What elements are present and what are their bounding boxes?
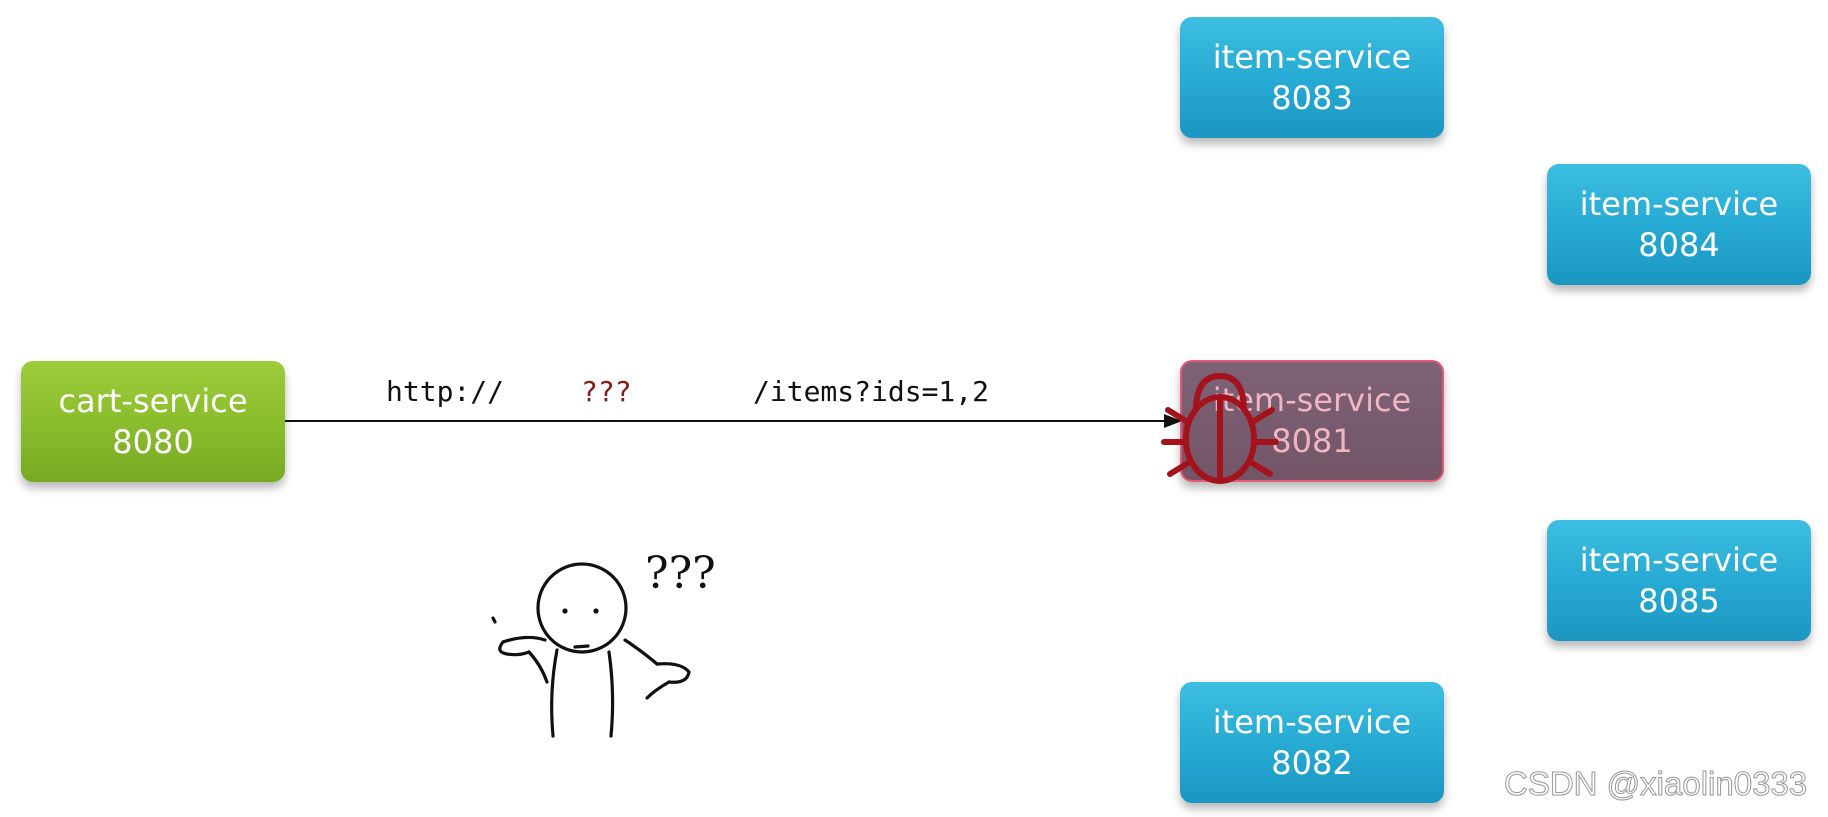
item-service-node-8084[interactable]: item-service 8084 [1547, 164, 1811, 285]
cart-service-port: 8080 [112, 422, 194, 461]
item-service-name: item-service [1579, 184, 1779, 223]
cart-service-name: cart-service [58, 381, 248, 420]
bug-icon [1161, 373, 1279, 484]
item-service-port: 8081 [1271, 422, 1353, 460]
item-service-port: 8084 [1638, 225, 1720, 264]
url-scheme-label: http:// [386, 375, 505, 408]
confused-question-marks: ??? [645, 548, 716, 599]
item-service-port: 8085 [1638, 581, 1720, 620]
item-service-name: item-service [1212, 37, 1412, 76]
item-service-name: item-service [1212, 702, 1412, 741]
cart-service-node[interactable]: cart-service 8080 [21, 361, 285, 482]
item-service-node-8082[interactable]: item-service 8082 [1180, 682, 1444, 803]
item-service-node-8083[interactable]: item-service 8083 [1180, 17, 1444, 138]
item-service-port: 8082 [1271, 743, 1353, 782]
item-service-node-8081-failed[interactable]: item-service 8081 [1180, 360, 1444, 482]
url-unknown-host-label: ??? [581, 375, 632, 408]
item-service-port: 8083 [1271, 78, 1353, 117]
item-service-name: item-service [1579, 540, 1779, 579]
url-path-label: /items?ids=1,2 [753, 375, 990, 408]
confused-person-icon: ??? [491, 548, 716, 738]
csdn-watermark: CSDN @xiaolin0333 [1503, 765, 1808, 803]
item-service-node-8085[interactable]: item-service 8085 [1547, 520, 1811, 641]
